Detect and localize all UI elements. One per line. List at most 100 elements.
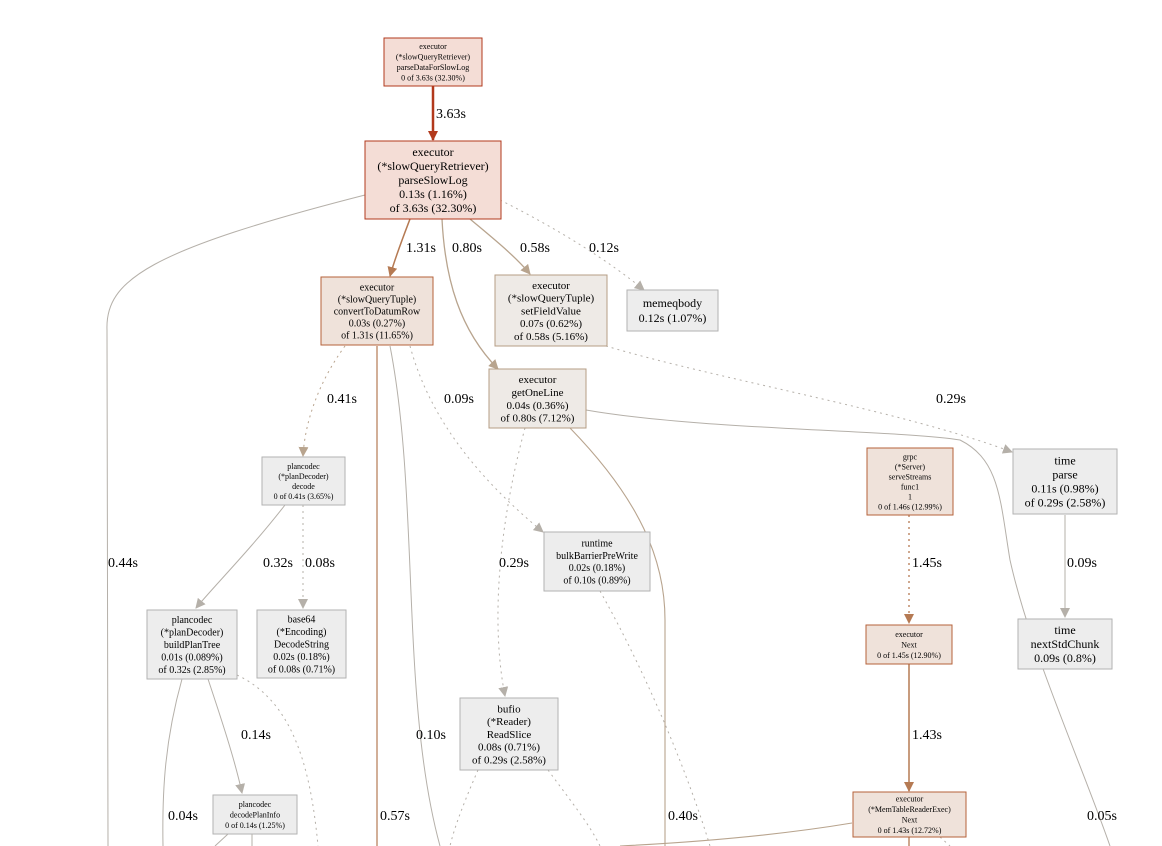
edge-parseSlowLog-offscreen-left [106, 194, 366, 846]
node-label-line: of 0.29s (2.58%) [472, 754, 546, 766]
edge-parseSlowLog-setFieldValue [469, 218, 531, 275]
edge-readSlice-offscreen-b [547, 769, 601, 846]
edge-readSlice-offscreen-a [449, 769, 479, 846]
edge-buildPlanTree-decodePlanInfo [207, 678, 246, 794]
node-label-line: executor [532, 280, 570, 292]
node-label-line: 0 of 3.63s (32.30%) [401, 74, 465, 83]
node-label-line: 0.03s (0.27%) [349, 319, 405, 330]
edge-label-e1: 3.63s [436, 107, 466, 122]
node-label-line: time [1054, 454, 1075, 468]
node-label-line: 1 [908, 492, 912, 501]
edge-label-e13: 1.45s [912, 556, 942, 571]
node-label-line: func1 [901, 482, 919, 491]
node-label-line: (*MemTableReaderExec) [868, 805, 951, 814]
edge-label-e2: 1.31s [406, 241, 436, 256]
node-box[interactable] [256, 609, 347, 679]
edge-label-e9: 0.29s [936, 392, 966, 407]
node-label-line: 0 of 1.43s (12.72%) [878, 826, 942, 835]
node-box[interactable] [1012, 448, 1118, 515]
node-box[interactable] [488, 368, 587, 429]
node-label-line: runtime [581, 539, 613, 550]
node-box[interactable] [494, 274, 608, 347]
node-label-line: of 0.32s (2.85%) [158, 665, 225, 676]
node-label-line: (*slowQueryTuple) [338, 295, 417, 306]
edge-label-e18: 0.04s [168, 809, 198, 824]
node-box[interactable] [364, 140, 502, 220]
edge-convertToDatumRow-planDecoderDecode [298, 345, 346, 457]
node-box[interactable] [543, 531, 651, 592]
node-label-line: 0.08s (0.71%) [478, 742, 540, 754]
node-box[interactable] [459, 697, 559, 771]
node-label-line: 0.02s (0.18%) [273, 652, 329, 663]
node-label-line: (*planDecoder) [278, 472, 329, 481]
node-box[interactable] [383, 37, 483, 87]
node-box[interactable] [1017, 618, 1113, 670]
node-label-line: convertToDatumRow [334, 307, 421, 318]
node-label-line: plancodec [287, 462, 320, 471]
node-label-line: bulkBarrierPreWrite [556, 551, 638, 562]
edge-label-e11: 0.08s [305, 556, 335, 571]
node-box[interactable] [626, 289, 719, 332]
node-label-line: (*Encoding) [277, 627, 327, 638]
node-box[interactable] [212, 794, 298, 835]
node-buildPlanTree[interactable]: plancodec(*planDecoder)buildPlanTree0.01… [146, 609, 238, 680]
edge-label-e10: 0.32s [263, 556, 293, 571]
edge-label-e16: 0.10s [416, 728, 446, 743]
node-label-line: DecodeString [274, 640, 329, 651]
edge-label-e21: 0.05s [1087, 809, 1117, 824]
node-label-line: memeqbody [643, 296, 702, 310]
edge-convertToDatumRow-offscreen-010 [389, 345, 441, 846]
node-label-line: decodePlanInfo [230, 810, 280, 819]
edge-bulkBarrierPreWrite-offscreen [599, 590, 711, 846]
node-box[interactable] [865, 624, 953, 665]
node-box[interactable] [852, 791, 967, 838]
node-label-line: time [1054, 623, 1075, 637]
edge-parseSlowLog-getOneLine [441, 218, 499, 370]
edge-planDecoderDecode-buildPlanTree [195, 504, 286, 609]
node-label-line: (*Server) [895, 462, 926, 471]
edge-decodePlanInfo-offscreen-a [214, 833, 229, 846]
node-label-line: of 3.63s (32.30%) [390, 201, 477, 215]
node-label-line: parseDataForSlowLog [397, 63, 469, 72]
node-label-line: ReadSlice [487, 729, 532, 741]
node-label-line: (*slowQueryTuple) [508, 293, 595, 305]
node-label-line: 0.13s (1.16%) [399, 187, 467, 201]
edge-parseSlowLog-convertToDatumRow [387, 218, 411, 277]
node-label-line: 0.09s (0.8%) [1034, 651, 1096, 665]
node-label-line: base64 [288, 615, 316, 626]
node-label-line: 0.12s (1.07%) [639, 311, 707, 325]
node-box[interactable] [146, 609, 238, 680]
edge-label-e3: 0.80s [452, 241, 482, 256]
node-label-line: plancodec [172, 615, 213, 626]
node-label-line: 0 of 1.45s (12.90%) [877, 651, 941, 660]
node-parseSlowLog[interactable]: executor(*slowQueryRetriever)parseSlowLo… [364, 140, 502, 220]
edge-label-e19: 0.57s [380, 809, 410, 824]
node-label-line: 0 of 1.46s (12.99%) [878, 502, 942, 511]
node-label-line: 0 of 0.41s (3.65%) [274, 492, 334, 501]
node-label-line: (*slowQueryRetriever) [377, 159, 488, 173]
edge-label-e14: 0.09s [1067, 556, 1097, 571]
node-parseDataForSlowLog[interactable]: executor(*slowQueryRetriever)parseDataFo… [383, 37, 483, 87]
node-box[interactable] [866, 447, 954, 516]
node-label-line: parse [1052, 468, 1077, 482]
node-label-line: parseSlowLog [398, 173, 467, 187]
edge-buildPlanTree-offscreen-004 [162, 678, 183, 846]
node-box[interactable] [320, 276, 434, 346]
node-label-line: (*Reader) [487, 716, 531, 728]
node-box[interactable] [261, 456, 346, 506]
node-convertToDatumRow[interactable]: executor(*slowQueryTuple)convertToDatumR… [320, 276, 434, 346]
node-setFieldValue[interactable]: executor(*slowQueryTuple)setFieldValue0.… [494, 274, 608, 347]
